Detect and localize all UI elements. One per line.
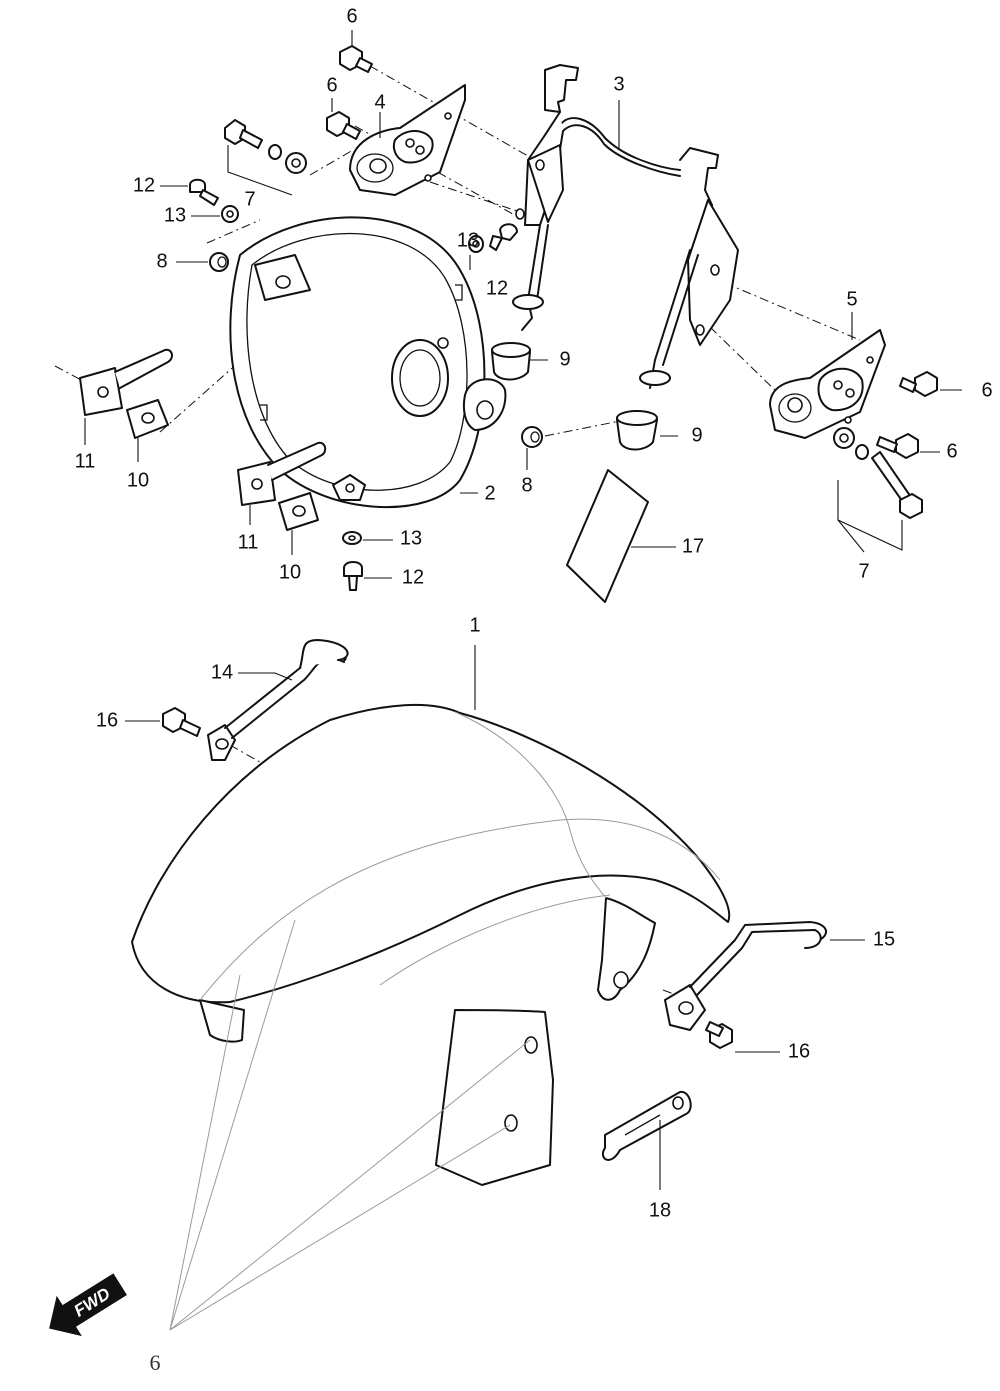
callout-9-lower: 9 [691, 424, 702, 446]
callout-10-left: 10 [127, 469, 149, 491]
callout-12-bottom: 12 [402, 566, 424, 588]
callout-2: 2 [484, 482, 495, 504]
headlight-stay [512, 64, 739, 389]
callout-6-right-upper: 6 [981, 379, 992, 401]
callout-8-center: 8 [521, 474, 532, 496]
callout-6-left: 6 [326, 74, 337, 96]
callout-13-bottom: 13 [400, 527, 422, 549]
callout-12-center: 12 [486, 277, 508, 299]
callout-17: 17 [682, 535, 704, 557]
callout-16-right: 16 [788, 1040, 810, 1062]
callout-16-left: 16 [96, 709, 118, 731]
front-fender [131, 703, 731, 1331]
callout-6-right-lower: 6 [946, 440, 957, 462]
callout-13-center: 13 [457, 229, 479, 251]
callout-7-left: 7 [244, 188, 255, 210]
right-bracket [769, 329, 886, 439]
callout-15: 15 [873, 928, 895, 950]
callout-13-left: 13 [164, 204, 186, 226]
hardware [79, 45, 938, 603]
arrow-icon [49, 1273, 127, 1337]
callout-11-left: 11 [75, 450, 96, 472]
callout-5: 5 [846, 288, 857, 310]
callout-3: 3 [613, 73, 624, 95]
forward-direction-arrow: FWD [49, 1273, 127, 1337]
callout-7-right: 7 [858, 560, 869, 582]
callout-8-left: 8 [156, 250, 167, 272]
leader-lines [84, 30, 962, 1190]
callout-9-upper: 9 [559, 348, 570, 370]
callout-1: 1 [469, 614, 480, 636]
callout-numbers: 1 2 3 4 5 6 6 6 6 6 7 7 8 8 9 9 10 10 11… [75, 5, 993, 1375]
cable-guides [162, 639, 827, 1161]
callout-4: 4 [374, 91, 385, 113]
headlight-case [229, 216, 507, 509]
callout-6-top: 6 [346, 5, 357, 27]
callout-18: 18 [649, 1199, 671, 1221]
callout-14: 14 [211, 661, 233, 683]
left-bracket [349, 84, 466, 196]
callout-6-note: 6 [150, 1350, 161, 1375]
callout-11-center: 11 [238, 531, 259, 553]
callout-10-center: 10 [279, 561, 301, 583]
callout-12-left: 12 [133, 174, 155, 196]
